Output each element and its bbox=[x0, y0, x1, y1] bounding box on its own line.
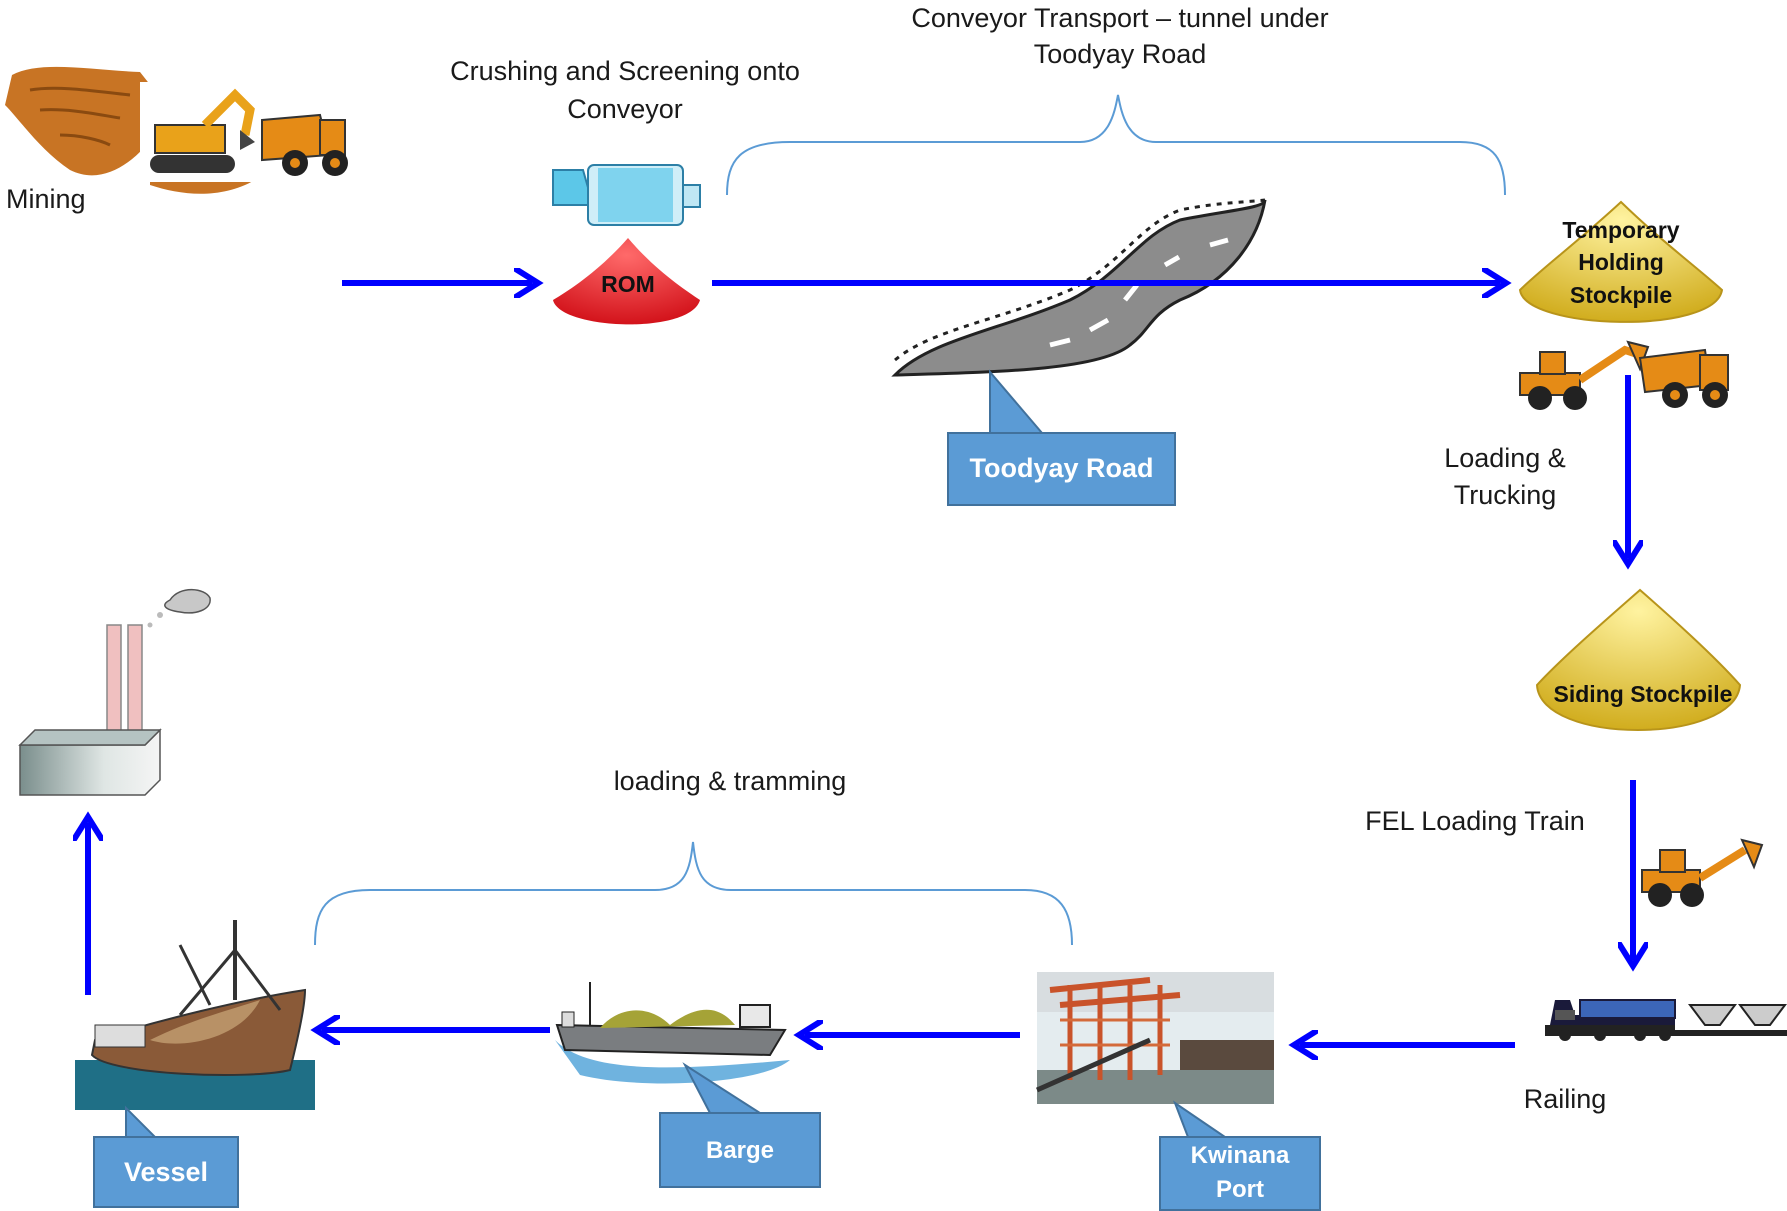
rom-label: ROM bbox=[601, 271, 655, 297]
front-end-loader-icon bbox=[1519, 340, 1650, 410]
temporary-stockpile-line2: Holding bbox=[1578, 249, 1664, 275]
port-crane-icon bbox=[1035, 972, 1274, 1104]
train-icon bbox=[1545, 999, 1787, 1041]
callout-vessel bbox=[93, 1105, 239, 1208]
callout-kwinana bbox=[1159, 1100, 1321, 1211]
conveyor-label-line1: Conveyor Transport – tunnel under bbox=[911, 3, 1329, 33]
front-end-loader-icon bbox=[1641, 838, 1764, 907]
callout-kwinana-label-line2: Port bbox=[1216, 1176, 1264, 1203]
crushing-label-line2: Conveyor bbox=[567, 94, 683, 124]
callout-toodyay-road-label: Toodyay Road bbox=[969, 453, 1154, 483]
conveyor-bracket bbox=[726, 94, 1506, 196]
callout-vessel-label: Vessel bbox=[123, 1157, 209, 1187]
tramming-bracket bbox=[314, 841, 1073, 946]
dump-truck-icon bbox=[1638, 348, 1729, 408]
ship-icon bbox=[75, 920, 315, 1110]
loading-trucking-line1: Loading & bbox=[1444, 443, 1566, 473]
siding-stockpile-label: Siding Stockpile bbox=[1553, 681, 1733, 707]
crusher-mill-icon bbox=[552, 164, 701, 226]
factory-icon bbox=[18, 588, 211, 796]
mining-label: Mining bbox=[6, 184, 86, 214]
road-icon bbox=[891, 198, 1267, 377]
siding-stockpile-icon bbox=[1535, 588, 1742, 731]
conveyor-label-line2: Toodyay Road bbox=[1033, 39, 1207, 69]
loading-trucking-line2: Trucking bbox=[1453, 480, 1557, 510]
callout-barge bbox=[659, 1062, 821, 1188]
crushing-label-line1: Crushing and Screening onto bbox=[450, 56, 800, 86]
callout-toodyay-road bbox=[947, 369, 1176, 506]
rom-stockpile-icon bbox=[553, 238, 700, 325]
excavator-icon bbox=[140, 82, 260, 182]
barge-icon bbox=[555, 982, 790, 1084]
loading-tramming-label: loading & tramming bbox=[613, 766, 847, 796]
callout-barge-label: Barge bbox=[705, 1137, 775, 1164]
temporary-stockpile-icon bbox=[1518, 200, 1724, 323]
dump-truck-icon bbox=[261, 113, 348, 176]
temporary-stockpile-line3: Stockpile bbox=[1569, 282, 1673, 308]
temporary-stockpile-line1: Temporary bbox=[1562, 217, 1680, 243]
callout-kwinana-label-line1: Kwinana bbox=[1190, 1142, 1290, 1169]
fel-loading-train-label: FEL Loading Train bbox=[1365, 806, 1585, 836]
railing-label: Railing bbox=[1523, 1084, 1607, 1114]
